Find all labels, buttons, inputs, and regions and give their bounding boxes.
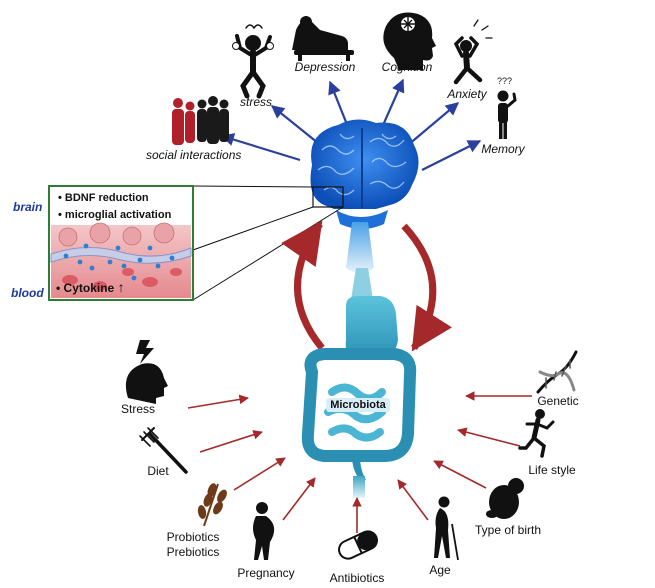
inset-bullet-microglial: • microglial activation bbox=[58, 209, 171, 221]
arrow-to-anxiety bbox=[407, 102, 460, 146]
arrow-to-stress bbox=[270, 105, 319, 144]
label-microbiota: Microbiota bbox=[326, 398, 390, 412]
fork-icon bbox=[139, 427, 188, 474]
depression-couch-icon bbox=[292, 16, 354, 61]
label-stress-effect: stress bbox=[239, 95, 273, 109]
label-social-interactions: social interactions bbox=[146, 148, 242, 162]
brain-illustration bbox=[310, 119, 419, 273]
factor-arrows bbox=[187, 391, 532, 533]
label-genetic: Genetic bbox=[537, 394, 579, 408]
capsule-icon bbox=[338, 530, 378, 560]
label-diet: Diet bbox=[147, 464, 169, 478]
arrow-from-lifestyle bbox=[457, 427, 521, 447]
label-cognition: Cognition bbox=[381, 60, 433, 74]
bullet-mark: • bbox=[56, 281, 61, 295]
inset-panel bbox=[48, 185, 344, 301]
gut-to-brain-arrow bbox=[281, 220, 325, 351]
label-pregnancy: Pregnancy bbox=[237, 566, 295, 580]
bullet-mark: • bbox=[58, 209, 62, 221]
elderly-figure-icon bbox=[434, 496, 459, 561]
bullet-mark: • bbox=[58, 192, 62, 204]
arrow-from-birth bbox=[433, 460, 487, 489]
microglial-text: microglial activation bbox=[64, 209, 172, 221]
arrow-up-icon: ↑ bbox=[117, 279, 125, 295]
stress-head-icon bbox=[125, 339, 168, 404]
cytokine-text: Cytokine bbox=[63, 281, 115, 295]
brain-gut-arrows bbox=[281, 220, 453, 352]
label-brain: brain bbox=[13, 200, 43, 214]
arrow-from-pregnancy bbox=[282, 477, 316, 521]
anxiety-figure-icon bbox=[453, 19, 493, 85]
label-blood: blood bbox=[11, 286, 44, 300]
cognition-head-icon bbox=[383, 12, 436, 70]
label-antibiotics: Antibiotics bbox=[329, 571, 385, 585]
label-age: Age bbox=[429, 563, 451, 577]
label-prebiotics: Prebiotics bbox=[166, 545, 220, 559]
label-anxiety: Anxiety bbox=[447, 87, 487, 101]
arrow-to-social bbox=[220, 133, 301, 162]
arrow-to-memory bbox=[421, 140, 482, 171]
label-depression: Depression bbox=[294, 60, 356, 74]
label-type-of-birth: Type of birth bbox=[474, 523, 542, 537]
arrow-from-diet bbox=[199, 430, 263, 453]
gut-illustration bbox=[301, 268, 417, 498]
brain-to-gut-arrow bbox=[401, 223, 453, 352]
memory-figure-icon bbox=[497, 90, 517, 139]
label-stress-factor: Stress bbox=[120, 402, 156, 416]
baby-icon bbox=[486, 478, 524, 519]
social-interactions-icon bbox=[172, 96, 229, 145]
arrow-from-probiotics bbox=[233, 457, 286, 491]
label-memory-marks: ??? bbox=[497, 76, 513, 86]
inset-cytokine: • Cytokine ↑ bbox=[56, 279, 125, 295]
arrow-from-stress bbox=[187, 394, 249, 409]
bdnf-text: BDNF reduction bbox=[64, 192, 149, 204]
running-figure-icon bbox=[518, 409, 555, 458]
dna-icon bbox=[536, 350, 578, 394]
inset-bullet-bdnf: • BDNF reduction bbox=[58, 192, 149, 204]
arrow-from-age bbox=[397, 479, 429, 521]
label-life-style: Life style bbox=[528, 463, 576, 477]
label-probiotics: Probiotics bbox=[166, 530, 220, 544]
wheat-icon bbox=[197, 483, 227, 527]
pregnancy-icon bbox=[253, 502, 275, 560]
stress-figure-icon bbox=[232, 24, 274, 99]
label-memory: Memory bbox=[481, 142, 525, 156]
